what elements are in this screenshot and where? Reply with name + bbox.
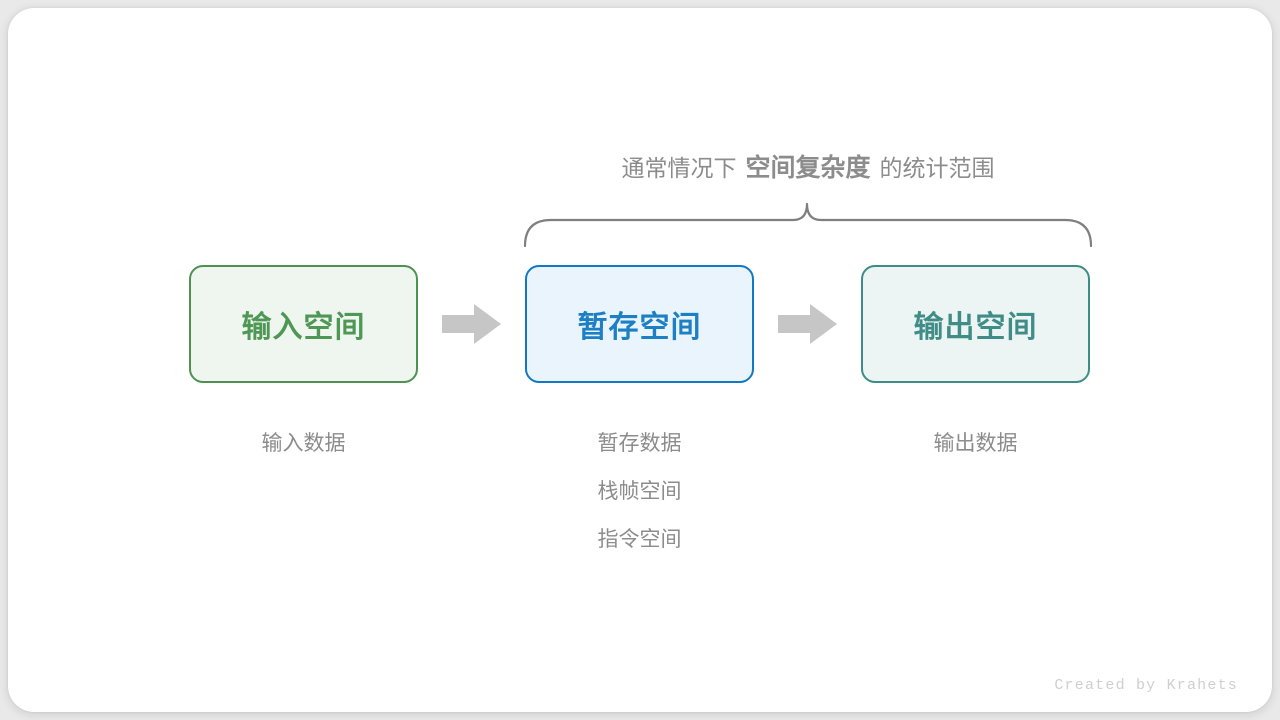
caption-line: 输入数据 [261, 432, 346, 455]
scope-brace-icon [523, 202, 1093, 248]
node-output-space-label: 输出空间 [913, 311, 1038, 344]
caption-group-input: 输入数据 [189, 420, 418, 468]
node-input-space-label: 输入空间 [241, 311, 366, 344]
flow-arrow-icon [778, 304, 837, 344]
scope-caption-suffix: 的统计范围 [879, 155, 995, 181]
caption-line: 暂存数据 [597, 432, 682, 455]
scope-caption: 通常情况下空间复杂度的统计范围 [525, 148, 1091, 188]
node-temp-space-label: 暂存空间 [577, 311, 702, 344]
watermark: Created by Krahets [1054, 677, 1238, 694]
node-output-space[interactable]: 输出空间 [861, 265, 1090, 383]
caption-group-temp: 暂存数据 栈帧空间 指令空间 [525, 420, 754, 564]
scope-caption-prefix: 通常情况下 [621, 155, 737, 181]
caption-line: 指令空间 [597, 528, 682, 551]
caption-line: 输出数据 [933, 432, 1018, 455]
node-temp-space[interactable]: 暂存空间 [525, 265, 754, 383]
node-input-space[interactable]: 输入空间 [189, 265, 418, 383]
caption-group-output: 输出数据 [861, 420, 1090, 468]
caption-line: 栈帧空间 [597, 480, 682, 503]
scope-caption-emphasis: 空间复杂度 [745, 154, 871, 182]
flow-arrow-icon [442, 304, 501, 344]
